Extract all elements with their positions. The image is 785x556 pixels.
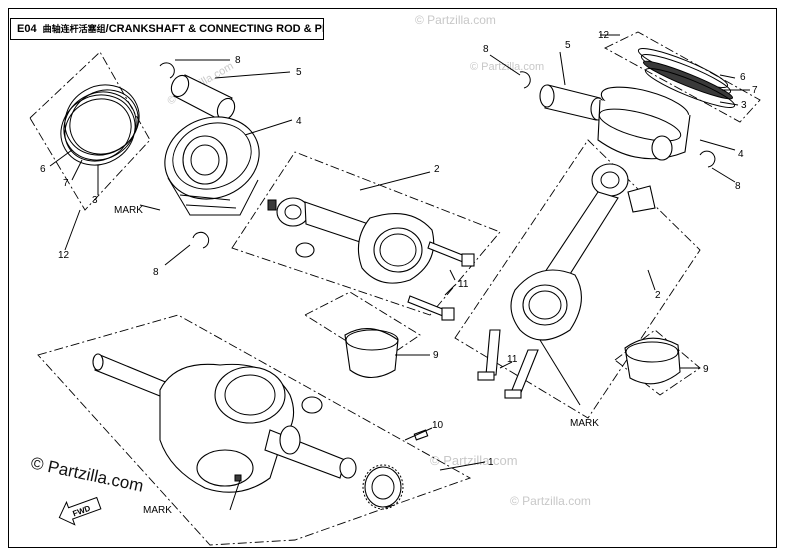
callout-8: 8 [235, 55, 241, 66]
conrod-left [267, 197, 435, 284]
callout-8: 8 [735, 181, 741, 192]
piston-right [597, 86, 691, 161]
callout-1: 1 [488, 457, 494, 468]
diagram-title: E04 曲轴连杆活塞组/CRANKSHAFT & CONNECTING ROD … [10, 18, 324, 40]
callout-8: 8 [483, 44, 489, 55]
group-box-left-rings [29, 51, 151, 211]
title-english: /CRANKSHAFT & CONNECTING ROD & PISTON AS… [105, 23, 323, 35]
woodruff-key [413, 429, 429, 441]
callout-4: 4 [296, 116, 302, 127]
bearing-small-left [295, 242, 315, 258]
group-box-conrod-right [454, 139, 701, 419]
callout-12: 12 [58, 250, 70, 261]
watermark-bottom-right: © Partzilla.com [510, 494, 591, 508]
conrod-bolts-left [407, 241, 475, 321]
crank-roller [301, 396, 323, 414]
callout-11: 11 [458, 279, 469, 290]
piston-pin-left [170, 74, 236, 121]
timing-gear [362, 464, 404, 510]
bearing-shell-right [624, 337, 681, 385]
callout-7: 7 [63, 178, 69, 189]
group-box-conrod-left [231, 151, 501, 316]
fwd-arrow: FWD [58, 496, 102, 526]
callout-labels: 8 5 4 6 7 3 12 8 2 11 9 8 5 12 6 7 3 4 8… [40, 30, 758, 468]
callout-7: 7 [752, 85, 758, 96]
mark-label-crank: MARK [143, 505, 172, 516]
piston-rings-right [637, 48, 736, 108]
mark-label-piston: MARK [114, 205, 143, 216]
callout-9: 9 [433, 350, 439, 361]
callout-5: 5 [296, 67, 302, 78]
diagram-frame [8, 8, 777, 548]
circlip-left-bottom [192, 231, 210, 249]
mark-label-conrod: MARK [570, 418, 599, 429]
piston-pin-right [539, 84, 606, 121]
piston-left [164, 116, 260, 216]
callout-6: 6 [740, 72, 746, 83]
circlip-right-bottom [699, 150, 716, 168]
callout-12: 12 [598, 30, 610, 41]
group-box-crankshaft [37, 314, 472, 546]
crankshaft [92, 353, 357, 493]
callout-3: 3 [92, 195, 98, 206]
piston-rings-left [60, 84, 140, 166]
bearing-shell-left [344, 328, 399, 379]
watermark-top-right: © Partzilla.com [470, 61, 544, 73]
callout-4: 4 [738, 149, 744, 160]
callout-9: 9 [703, 364, 709, 375]
watermark-top: © Partzilla.com [415, 13, 496, 27]
callout-5: 5 [565, 40, 571, 51]
bearing-small-right [627, 185, 656, 213]
callout-3: 3 [741, 100, 747, 111]
title-code: E04 [17, 23, 37, 35]
conrod-bolts-right [477, 329, 539, 399]
callout-10: 10 [432, 420, 444, 431]
conrod-right [510, 163, 629, 341]
callout-2: 2 [434, 164, 440, 175]
watermark-bottom: © Partzilla.com [430, 453, 518, 468]
callout-8: 8 [153, 267, 159, 278]
circlip-right-top [519, 71, 531, 89]
circlip-left-top [159, 62, 175, 79]
callout-6: 6 [40, 164, 46, 175]
callout-2: 2 [655, 290, 661, 301]
callout-11: 11 [507, 354, 518, 365]
group-box-right-rings [604, 31, 761, 123]
title-chinese: 曲轴连杆活塞组 [42, 24, 106, 34]
partzilla-watermark: © Partzilla.com [29, 453, 145, 495]
leader-lines [49, 34, 750, 511]
